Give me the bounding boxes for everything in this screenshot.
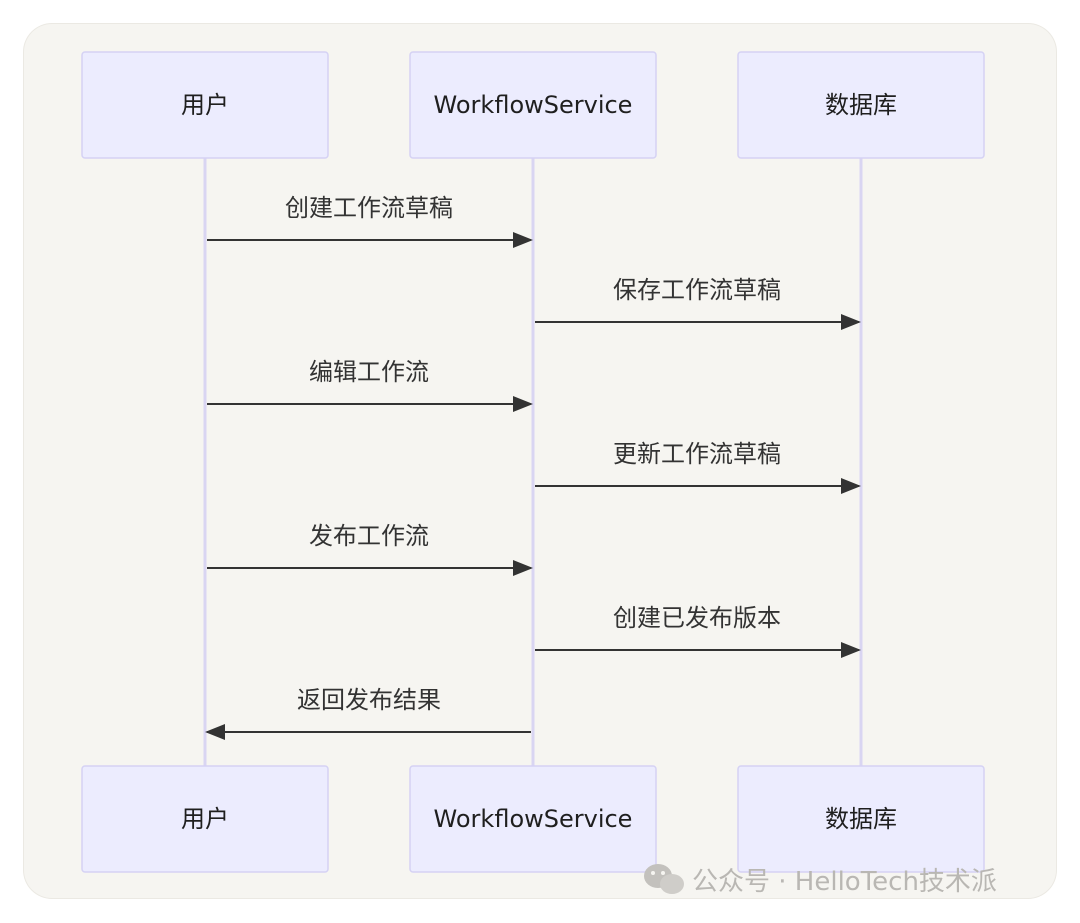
actor-label: 用户 [181, 805, 229, 833]
actor-box [737, 51, 985, 159]
diagram-card [24, 24, 1056, 898]
actor-label: 用户 [181, 91, 229, 119]
message-label: 发布工作流 [309, 522, 429, 550]
messages: 创建工作流草稿保存工作流草稿编辑工作流更新工作流草稿发布工作流创建已发布版本返回… [205, 194, 861, 740]
actor-label: WorkflowService [434, 91, 633, 119]
message-6: 创建已发布版本 [535, 604, 861, 658]
message-label: 保存工作流草稿 [613, 276, 781, 304]
message-2: 保存工作流草稿 [535, 276, 861, 330]
message-label: 创建工作流草稿 [285, 194, 453, 222]
actor-label: WorkflowService [434, 805, 633, 833]
actor-box [81, 765, 329, 873]
actor-box [409, 51, 657, 159]
message-label: 更新工作流草稿 [613, 440, 781, 468]
message-label: 创建已发布版本 [613, 604, 781, 632]
participant-user-bottom: 用户 [81, 765, 329, 873]
actor-label: 数据库 [825, 91, 897, 119]
participant-workflow-service-bottom: WorkflowService [409, 765, 657, 873]
message-label: 编辑工作流 [309, 358, 429, 386]
actor-box [737, 765, 985, 873]
lifelines [203, 158, 863, 766]
actor-label: 数据库 [825, 805, 897, 833]
message-1: 创建工作流草稿 [207, 194, 533, 248]
wechat-icon [644, 864, 684, 894]
actor-box [81, 51, 329, 159]
message-label: 返回发布结果 [297, 686, 441, 714]
message-5: 发布工作流 [207, 522, 533, 576]
participant-database-top: 数据库 [737, 51, 985, 159]
actor-box [409, 765, 657, 873]
message-3: 编辑工作流 [207, 358, 533, 412]
watermark-text: 公众号 · HelloTech技术派 [692, 867, 997, 897]
watermark: 公众号 · HelloTech技术派 [644, 864, 997, 897]
participant-user-top: 用户 [81, 51, 329, 159]
message-4: 更新工作流草稿 [535, 440, 861, 494]
actors-bottom: 用户 WorkflowService 数据库 [81, 765, 985, 873]
actors-top: 用户 WorkflowService 数据库 [81, 51, 985, 159]
participant-database-bottom: 数据库 [737, 765, 985, 873]
participant-workflow-service-top: WorkflowService [409, 51, 657, 159]
message-7: 返回发布结果 [205, 686, 531, 740]
